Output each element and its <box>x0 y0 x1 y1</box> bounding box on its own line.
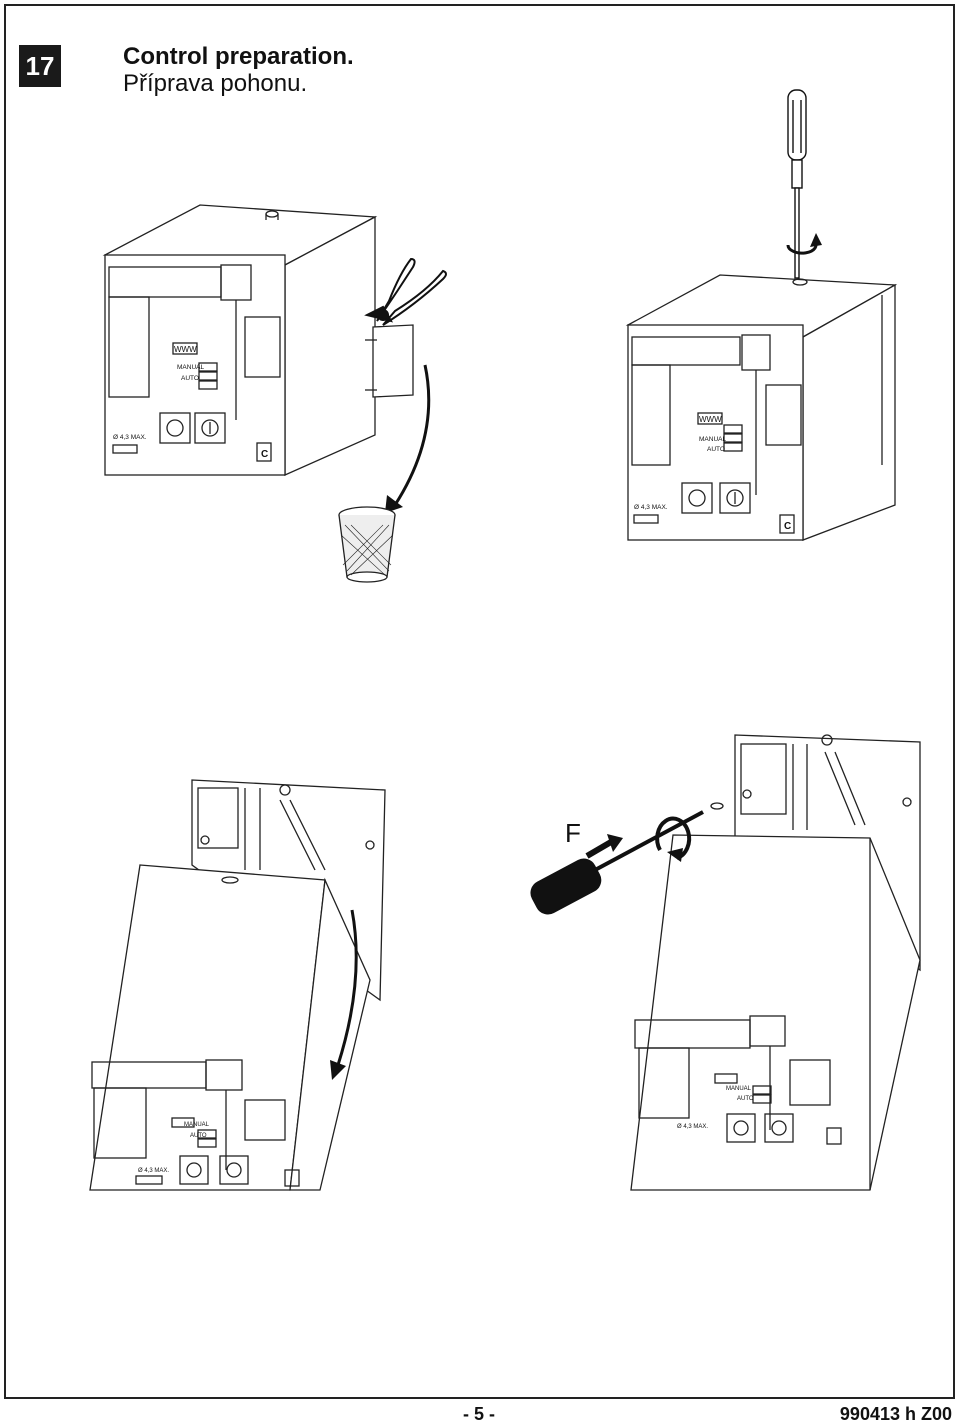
manual-label-4: MANUAL <box>726 1086 752 1092</box>
tilt-arrow-icon <box>336 909 358 1066</box>
svg-text:C: C <box>261 449 268 460</box>
page-number: - 5 - <box>463 1404 496 1424</box>
figure-cut-seal: WWW MANUAL AUTO Ø 4,3 MAX. C <box>95 195 465 595</box>
drop-arrow-icon <box>393 364 431 506</box>
figure-screw-f: MANUAL AUTO Ø 4,3 MAX. F <box>525 730 945 1200</box>
document-code: 990413 h Z00 <box>839 1404 952 1424</box>
figure-unscrew-top: WWW MANUAL AUTO Ø 4,3 MAX. C <box>620 85 920 545</box>
screwdriver-f-icon <box>530 810 704 915</box>
step-number-badge: 17 <box>19 45 61 87</box>
manual-label: MANUAL <box>177 364 204 371</box>
spring-indicator-label: WWW <box>174 345 197 354</box>
manual-label-2: MANUAL <box>699 436 726 443</box>
callout-f-label: F <box>565 818 581 848</box>
auto-label: AUTO <box>181 375 199 382</box>
figure-tilt-cover: MANUAL AUTO Ø 4,3 MAX. <box>80 770 400 1200</box>
svg-text:WWW: WWW <box>699 415 722 424</box>
waste-bin-icon <box>338 506 396 583</box>
push-arrow-icon <box>585 839 613 859</box>
padlock-label-3: Ø 4,3 MAX. <box>138 1168 169 1174</box>
auto-label-3: AUTO <box>190 1133 207 1139</box>
page-title: Control preparation. Příprava pohonu. <box>123 43 354 97</box>
title-czech: Příprava pohonu. <box>123 70 308 97</box>
screwdriver-icon <box>787 89 807 279</box>
padlock-label-2: Ø 4,3 MAX. <box>634 504 668 511</box>
rotate-arrow-icon-2 <box>655 816 692 860</box>
title-english: Control preparation. <box>123 43 354 70</box>
padlock-label: Ø 4,3 MAX. <box>113 434 147 441</box>
manual-label-3: MANUAL <box>184 1122 210 1128</box>
cutting-pliers-icon <box>364 257 447 326</box>
padlock-label-4: Ø 4,3 MAX. <box>677 1124 708 1130</box>
page-frame <box>4 4 955 1399</box>
svg-text:C: C <box>784 521 791 532</box>
auto-label-4: AUTO <box>737 1096 754 1102</box>
auto-label-2: AUTO <box>707 446 725 453</box>
